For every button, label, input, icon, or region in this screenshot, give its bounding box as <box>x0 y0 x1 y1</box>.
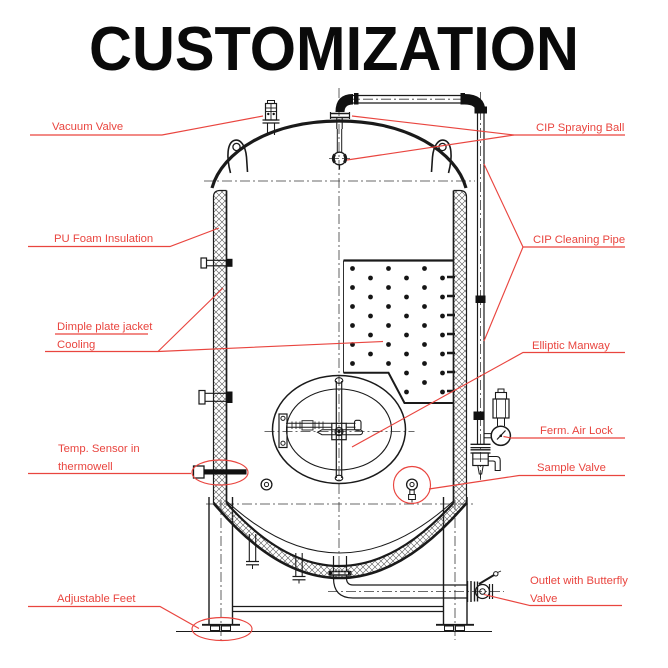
lifting-lug-right <box>430 139 452 174</box>
leader-line <box>483 593 622 607</box>
annotation-pu-foam-insulation: PU Foam Insulation <box>28 227 220 248</box>
dimple-plate-jacket <box>343 259 455 404</box>
cip-cleaning-pipe <box>329 93 487 444</box>
jacket-wall-ticks <box>447 275 455 393</box>
annotation-dimple-jacket: Dimple plate jacket Cooling <box>45 287 384 353</box>
page-title: CUSTOMIZATION <box>89 15 579 84</box>
label-sample-valve: Sample Valve <box>537 462 606 474</box>
label-dimple-jacket-line2: Cooling <box>57 339 95 351</box>
annotation-elliptic-manway: Elliptic Manway <box>351 340 625 448</box>
adjustable-feet <box>202 623 474 631</box>
highlight-ellipse-feet <box>191 616 253 642</box>
leader-line <box>428 474 625 490</box>
support-legs <box>208 497 468 625</box>
annotation-sample-valve: Sample Valve <box>392 462 625 505</box>
leader-line <box>28 227 220 248</box>
annotation-outlet-butterfly: Outlet with Butterfly Valve <box>483 575 628 607</box>
elliptic-manway <box>271 374 407 485</box>
label-dimple-jacket-line1: Dimple plate jacket <box>57 321 153 333</box>
label-adjustable-feet: Adjustable Feet <box>57 593 136 605</box>
highlight-ellipse-sample-valve <box>392 465 432 505</box>
bottom-nozzle-a <box>246 534 259 569</box>
label-temp-sensor-line1: Temp. Sensor in <box>58 443 140 455</box>
label-outlet-line1: Outlet with Butterfly <box>530 575 628 587</box>
side-nozzle-lower <box>198 389 233 405</box>
leader-line <box>28 605 200 630</box>
annotation-ferm-air-lock: Ferm. Air Lock <box>503 425 625 439</box>
leader-line <box>346 134 515 161</box>
leader-line <box>351 351 625 448</box>
label-elliptic-manway: Elliptic Manway <box>532 340 610 352</box>
bottom-fitting <box>260 478 273 491</box>
side-nozzle-upper <box>200 257 233 269</box>
label-vacuum-valve: Vacuum Valve <box>52 121 123 133</box>
leader-line <box>30 115 264 136</box>
bottom-nozzle-b <box>292 553 306 584</box>
label-outlet-line2: Valve <box>530 593 557 605</box>
dome-head <box>210 119 468 189</box>
leader-line <box>503 435 625 439</box>
leader-line <box>157 287 224 352</box>
tank-shell <box>210 119 468 580</box>
label-temp-sensor-line2: thermowell <box>58 461 113 473</box>
cip-spraying-ball <box>331 151 348 170</box>
annotation-temp-sensor: Temp. Sensor in thermowell <box>28 443 249 486</box>
lifting-lug-left <box>227 139 249 174</box>
sample-valve-fitting <box>405 478 419 503</box>
label-cip-cleaning-pipe: CIP Cleaning Pipe <box>533 234 625 246</box>
leader-line <box>483 246 524 342</box>
annotation-cip-spraying-ball: CIP Spraying Ball <box>346 115 625 161</box>
thermowell-sensor <box>192 465 247 479</box>
annotations: Vacuum Valve CIP Spraying Ball PU Foam I… <box>28 115 628 642</box>
annotation-vacuum-valve: Vacuum Valve <box>30 115 264 136</box>
butterfly-valve <box>473 570 502 602</box>
vacuum-valve-fitting <box>262 100 280 135</box>
racking-valve <box>470 443 501 479</box>
label-pu-foam-insulation: PU Foam Insulation <box>54 233 153 245</box>
tank-drawing <box>176 88 512 640</box>
annotation-adjustable-feet: Adjustable Feet <box>28 593 253 642</box>
highlight-ellipse-thermowell <box>191 459 249 486</box>
annotation-cip-cleaning-pipe: CIP Cleaning Pipe <box>483 163 625 342</box>
ferm-air-lock <box>484 388 512 447</box>
outlet-pipe <box>328 556 472 602</box>
label-cip-spraying-ball: CIP Spraying Ball <box>536 122 624 134</box>
dimple-dots <box>350 266 445 395</box>
label-ferm-air-lock: Ferm. Air Lock <box>540 425 613 437</box>
